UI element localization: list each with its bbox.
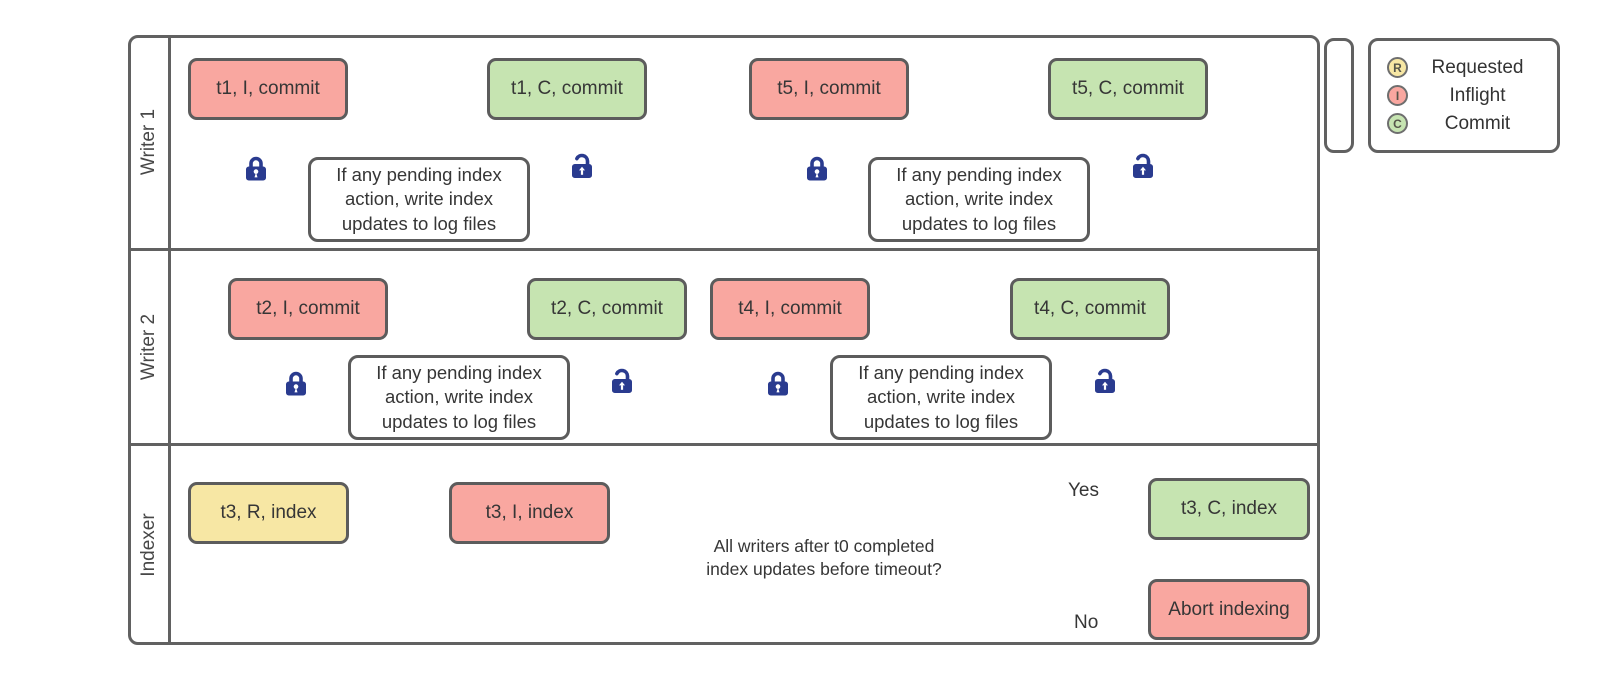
lane-divider-1	[130, 248, 1318, 251]
lock-closed-icon	[807, 156, 827, 181]
node-t5-commit: t5, C, commit	[1048, 58, 1208, 120]
lane-label-divider	[168, 37, 171, 643]
lock-open-icon	[1133, 153, 1153, 178]
process-box-3-text: If any pending index action, write index…	[376, 362, 542, 432]
node-t3-requested: t3, R, index	[188, 482, 349, 544]
node-abort-indexing: Abort indexing	[1148, 579, 1310, 640]
lock-open-icon	[1095, 368, 1115, 393]
no-branch-label: No	[1074, 612, 1099, 633]
lane-label-indexer: Indexer	[138, 513, 159, 577]
process-box-4-text: If any pending index action, write index…	[858, 362, 1024, 432]
legend-label-inflight: Inflight	[1449, 84, 1506, 106]
legend-row-requested: R Requested	[1387, 56, 1547, 80]
legend-row-inflight: I Inflight	[1387, 84, 1547, 108]
lock-open-icon	[572, 153, 592, 178]
lock-closed-icon	[286, 371, 306, 396]
lane-label-writer1: Writer 1	[138, 108, 159, 176]
process-box-4: If any pending index action, write index…	[830, 355, 1052, 440]
node-t1-commit: t1, C, commit	[487, 58, 647, 120]
node-t4-inflight: t4, I, commit	[710, 278, 870, 340]
process-box-2-text: If any pending index action, write index…	[896, 164, 1062, 234]
node-t5-inflight: t5, I, commit	[749, 58, 909, 120]
process-box-1: If any pending index action, write index…	[308, 157, 530, 242]
legend-label-commit: Commit	[1444, 112, 1511, 134]
node-t2-commit: t2, C, commit	[527, 278, 687, 340]
requested-swatch-icon: R	[1387, 57, 1408, 78]
node-t4-commit: t4, C, commit	[1010, 278, 1170, 340]
commit-swatch-icon: C	[1387, 113, 1408, 134]
inflight-swatch-icon: I	[1387, 85, 1408, 106]
lock-closed-icon	[246, 156, 266, 181]
process-box-2: If any pending index action, write index…	[868, 157, 1090, 242]
process-box-3: If any pending index action, write index…	[348, 355, 570, 440]
node-t3-inflight: t3, I, index	[449, 482, 610, 544]
lock-open-icon	[612, 368, 632, 393]
node-t2-inflight: t2, I, commit	[228, 278, 388, 340]
legend-backdrop	[1324, 38, 1354, 153]
lock-closed-icon	[768, 371, 788, 396]
legend: R Requested I Inflight C Commit	[1368, 38, 1560, 153]
decision-question: All writers after t0 completed index upd…	[706, 535, 942, 579]
legend-row-commit: C Commit	[1387, 112, 1547, 136]
lane-label-writer2: Writer 2	[138, 313, 159, 381]
yes-branch-label: Yes	[1068, 480, 1099, 501]
node-t3-commit: t3, C, index	[1148, 478, 1310, 540]
legend-label-requested: Requested	[1431, 56, 1524, 78]
node-t1-inflight: t1, I, commit	[188, 58, 348, 120]
process-box-1-text: If any pending index action, write index…	[336, 164, 502, 234]
lane-divider-2	[130, 443, 1318, 446]
